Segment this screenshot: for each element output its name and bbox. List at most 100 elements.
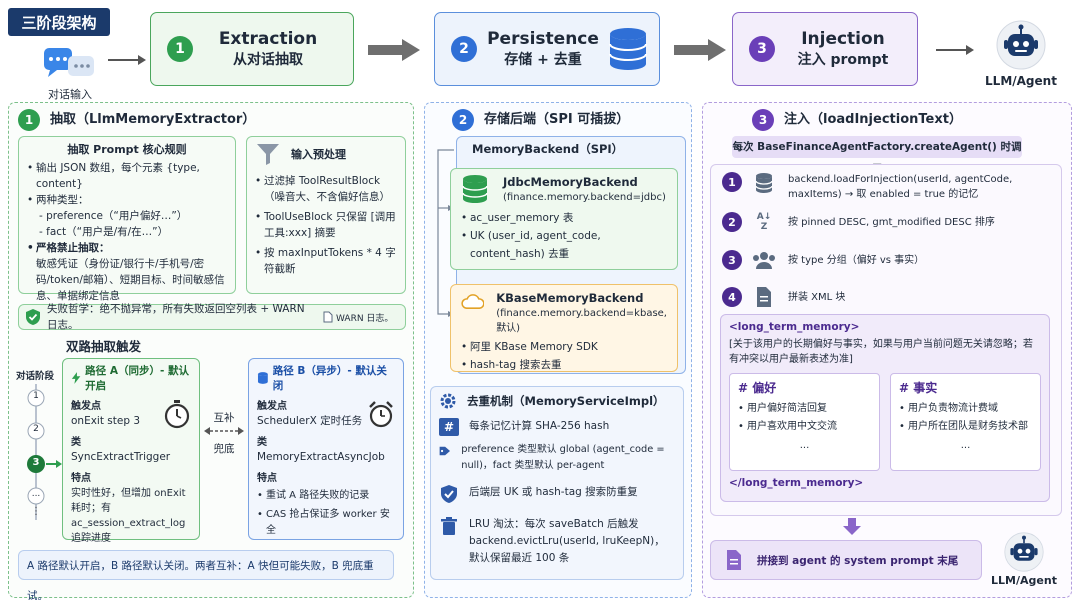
panel-title: 存储后端（SPI 可插拔） [484, 112, 630, 127]
trigger-key: 触发点 [257, 401, 287, 412]
jdbc-title: JdbcMemoryBackend [503, 175, 638, 189]
page-tag: 三阶段架构 [8, 8, 110, 36]
stage-number: 1 [167, 36, 193, 62]
document-icon [757, 287, 771, 307]
arrow-chat-to-extraction [108, 55, 146, 65]
fact-item: 用户所在团队是财务技术部 [899, 418, 1032, 436]
input-preprocess-box: 输入预处理 过滤掉 ToolResultBlock（噪音大、不含偏好信息） To… [246, 136, 406, 294]
failure-philosophy-bar: 失败哲学：绝不抛异常，所有失败返回空列表 + WARN 日志。 WARN 日志。 [18, 303, 406, 331]
dedup-mechanism-box: 去重机制（MemoryServiceImpl） # 每条记忆计算 SHA-256… [430, 386, 684, 580]
preprocess-title: 输入预处理 [291, 147, 346, 161]
stage-title: Injection [801, 29, 885, 49]
llm-agent-node-bottom: LLM/Agent [986, 532, 1062, 592]
robot-icon [1004, 532, 1044, 572]
preference-card: # 偏好 用户偏好简洁回复 用户喜欢用中文交流 ... [729, 373, 880, 471]
dedup-row: preference 类型默认 global (agent_code = nul… [439, 442, 675, 482]
phase-step: 2 [33, 424, 39, 434]
fact-heading: # 事实 [899, 381, 938, 395]
path-a-box: 路径 A（同步）- 默认开启 触发点 onExit step 3 类 SyncE… [62, 358, 200, 544]
stopwatch-icon [164, 400, 190, 429]
final-append-text: 拼接到 agent 的 system prompt 末尾 [757, 554, 959, 567]
path-note-bar: A 路径默认开启，B 路径默认关闭。两者互补：A 快但可能失败，B 兜底重试。 [18, 550, 394, 602]
phase-timeline: ⋮ [27, 384, 45, 520]
document-icon [727, 550, 741, 570]
bidirectional-arrow [204, 427, 244, 435]
funnel-icon [257, 144, 279, 165]
phase-step: 1 [33, 391, 39, 401]
arrow-step3-to-path-a [46, 460, 62, 468]
stage-title: Persistence [487, 29, 599, 49]
database-icon [755, 173, 773, 193]
stage-persistence: 2 Persistence 存储 + 去重 [434, 12, 660, 86]
database-icon [609, 28, 647, 70]
chat-input-label: 对话输入 [48, 88, 92, 101]
stage-number: 2 [451, 36, 477, 62]
llm-agent-node-top: LLM/Agent [980, 20, 1062, 96]
panel-title: 注入（loadInjectionText） [784, 112, 962, 127]
dual-path-title: 双路抽取触发 [66, 339, 142, 354]
rule-item: •两种类型： [27, 194, 89, 206]
stage-subtitle: 注入 prompt [797, 52, 889, 68]
class-key: 类 [71, 437, 81, 448]
dedup-row: # 每条记忆计算 SHA-256 hash [439, 418, 675, 442]
database-icon [257, 372, 268, 384]
complement-label: 互补 [213, 412, 235, 424]
phase-step: ... [31, 489, 41, 499]
failure-text: 失败哲学：绝不抛异常，所有失败返回空列表 + WARN 日志。 [47, 303, 305, 331]
feature-key: 特点 [71, 473, 91, 484]
document-icon [323, 311, 333, 323]
fallback-label: 兜底 [213, 443, 235, 455]
arrow-injection-to-llm [936, 45, 974, 55]
dedup-row: 后端层 UK 或 hash-tag 搜索防重复 [439, 484, 675, 510]
users-icon [753, 252, 775, 269]
rule-subitem: - preference（“用户偏好…”） [39, 210, 188, 222]
stage-subtitle: 存储 + 去重 [504, 52, 582, 68]
trigger-key: 触发点 [71, 401, 101, 412]
spi-title: MemoryBackend（SPI） [472, 142, 624, 156]
jdbc-item: ac_user_memory 表 [461, 209, 667, 227]
preference-item: 用户喜欢用中文交流 [738, 418, 871, 436]
phase-label: 对话阶段 [16, 371, 55, 382]
trash-icon [441, 517, 457, 535]
preprocess-item: 过滤掉 ToolResultBlock（噪音大、不含偏好信息） [255, 173, 397, 205]
rule-subitem: - fact（“用户是/有/在…”） [39, 226, 169, 238]
panel-title: 抽取（LlmMemoryExtractor） [50, 112, 256, 127]
feature-value: 实时性好，但增加 onExit 耗时；有 ac_session_extract_… [71, 488, 186, 544]
preprocess-item: ToolUseBlock 只保留 [调用工具:xxx] 摘要 [255, 209, 397, 241]
path-b-title: 路径 B（异步）- 默认关闭 [272, 365, 387, 392]
rule-detail: 敏感凭证（身份证/银行卡/手机号/密码/token/邮箱）、短期目标、时间敏感信… [36, 258, 225, 302]
long-term-memory-xml-box: <long_term_memory> [关于该用户的长期偏好与事实，如果与用户当… [720, 314, 1050, 502]
kbase-item: hash-tag 搜索去重 [461, 356, 667, 374]
kbase-config: (finance.memory.backend=kbase, 默认) [496, 308, 667, 334]
extraction-rules-box: 抽取 Prompt 核心规则 •输出 JSON 数组，每个元素 {type, c… [18, 136, 236, 302]
stage-number: 3 [749, 36, 775, 62]
path-a-title: 路径 A（同步）- 默认开启 [85, 365, 189, 392]
kbase-title: KBaseMemoryBackend [496, 291, 644, 305]
arrow-extraction-to-persistence [368, 39, 420, 61]
xml-close-tag: </long_term_memory> [729, 477, 864, 489]
panel-number: 1 [18, 109, 40, 131]
preference-more: ... [799, 440, 810, 451]
feature-item: CAS 抢占保证多 worker 安全 [257, 507, 395, 539]
injection-step: 4 拼装 XML 块 [722, 286, 845, 308]
class-value: SyncExtractTrigger [71, 451, 171, 463]
chat-bubble-icon [44, 48, 94, 77]
hash-icon: # [439, 418, 459, 436]
tag-icon [439, 446, 451, 456]
injection-step: 2 A↓Z 按 pinned DESC, gmt_modified DESC 排… [722, 212, 995, 232]
rules-title: 抽取 Prompt 核心规则 [67, 143, 187, 156]
chat-input-node: 对话输入 [38, 44, 102, 101]
jdbc-item: UK (user_id, agent_code, content_hash) 去… [461, 227, 667, 263]
path-b-box: 路径 B（异步）- 默认关闭 触发点 SchedulerX 定时任务 类 Mem… [248, 358, 404, 540]
xml-open-tag: <long_term_memory> [729, 321, 860, 333]
lightning-icon [71, 372, 81, 384]
dedup-row: LRU 淘汰：每次 saveBatch 后触发 backend.evictLru… [439, 516, 675, 567]
svg-text:⋮: ⋮ [31, 506, 41, 517]
dedup-title: 去重机制（MemoryServiceImpl） [467, 394, 665, 408]
preference-item: 用户偏好简洁回复 [738, 400, 871, 418]
arrow-down-icon [843, 518, 861, 535]
stage-injection: 3 Injection 注入 prompt [732, 12, 918, 86]
fact-item: 用户负责物流计费域 [899, 400, 1032, 418]
phase-step-active: 3 [32, 457, 40, 468]
cloud-icon [461, 294, 485, 309]
